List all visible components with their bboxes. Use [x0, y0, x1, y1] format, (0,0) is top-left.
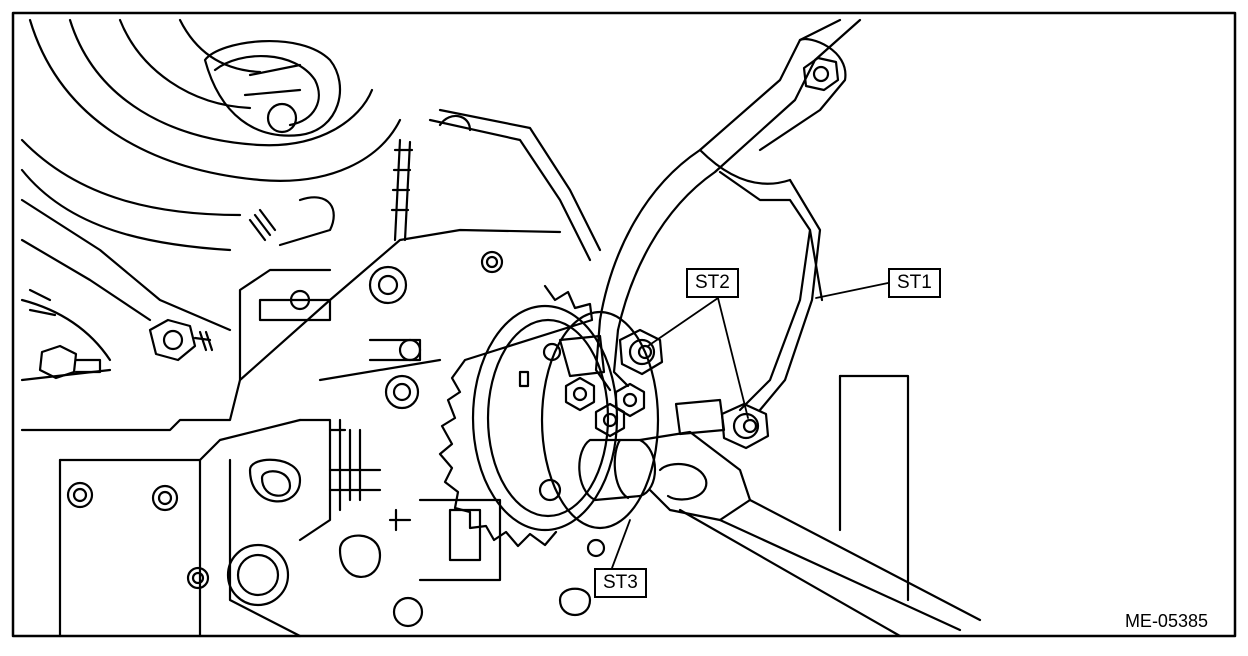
callout-st2: ST2 [686, 268, 739, 298]
wrench-st3 [578, 430, 982, 638]
callout-st3: ST3 [594, 568, 647, 598]
figure-id: ME-05385 [1124, 611, 1208, 631]
diagram-frame [11, 11, 1237, 638]
holder-tool-st1 [594, 18, 862, 412]
callout-st1: ST1 [888, 268, 941, 298]
center-bolts [564, 376, 646, 438]
leader-lines [611, 282, 889, 569]
engine-block [20, 228, 606, 638]
right-pillar [838, 374, 910, 602]
cam-sprocket [438, 284, 660, 548]
st2-bolts [558, 328, 770, 450]
cable [248, 108, 602, 262]
left-bolts [38, 318, 214, 590]
pulley-assembly [20, 18, 402, 382]
